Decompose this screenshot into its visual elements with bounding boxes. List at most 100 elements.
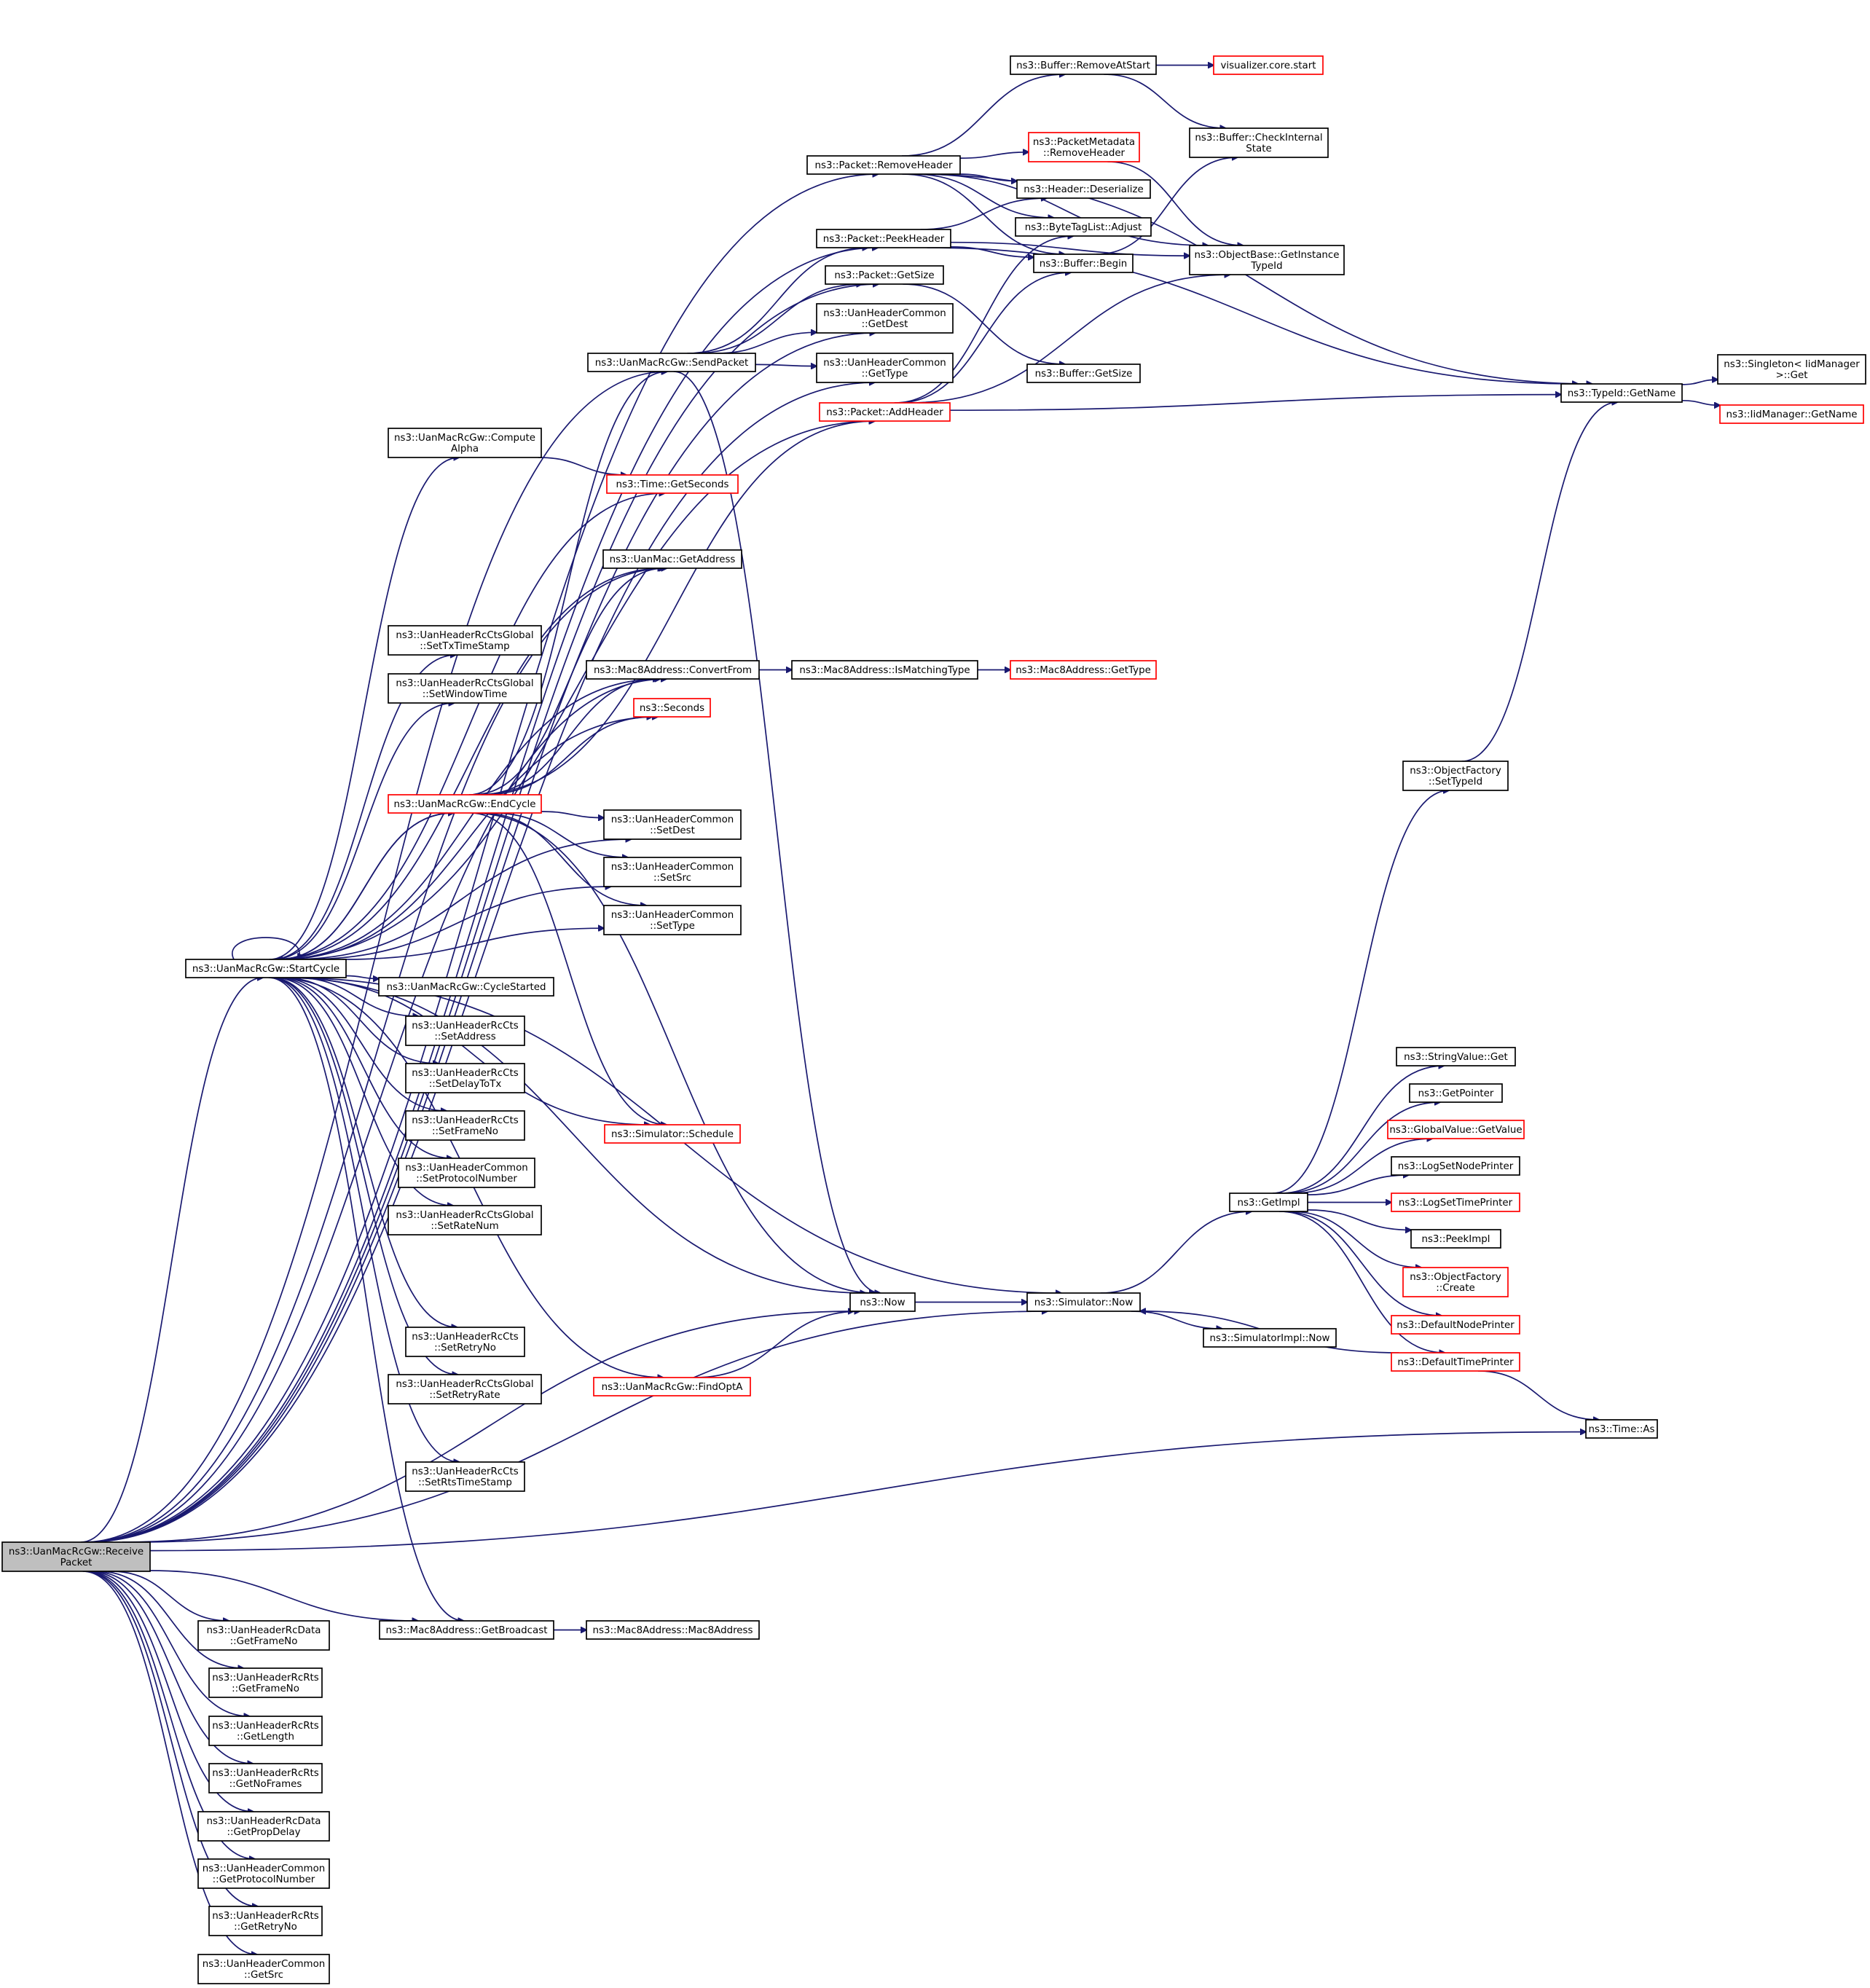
node-packet-get-size[interactable]: ns3::Packet::GetSize	[825, 265, 944, 285]
node-common-get-protocol[interactable]: ns3::UanHeaderCommon::GetProtocolNumber	[197, 1858, 330, 1889]
node-get-impl[interactable]: ns3::GetImpl	[1229, 1193, 1308, 1212]
node-time-as[interactable]: ns3::Time::As	[1585, 1419, 1658, 1439]
node-cts-set-delay[interactable]: ns3::UanHeaderRcCts::SetDelayToTx	[405, 1063, 525, 1093]
node-label: ::GetLength	[237, 1732, 294, 1743]
node-objfactory-create[interactable]: ns3::ObjectFactory::Create	[1402, 1267, 1509, 1297]
node-label: ns3::ObjectFactory	[1410, 1272, 1501, 1283]
node-simulator-now[interactable]: ns3::Simulator::Now	[1026, 1292, 1141, 1312]
node-ctsg-set-ratenum[interactable]: ns3::UanHeaderRcCtsGlobal::SetRateNum	[388, 1205, 542, 1235]
node-stringvalue-get[interactable]: ns3::StringValue::Get	[1396, 1047, 1516, 1066]
node-rts-get-length[interactable]: ns3::UanHeaderRcRts::GetLength	[208, 1716, 323, 1746]
node-set-window-time[interactable]: ns3::UanHeaderRcCtsGlobal::SetWindowTime	[388, 673, 542, 704]
node-buffer-get-size[interactable]: ns3::Buffer::GetSize	[1026, 364, 1141, 383]
node-label: ns3::Simulator::Schedule	[611, 1129, 734, 1140]
node-common-set-protocol[interactable]: ns3::UanHeaderCommon::SetProtocolNumber	[398, 1158, 535, 1188]
node-box	[197, 1811, 330, 1842]
call-edge-get_impl-to-get_pointer	[1284, 1102, 1440, 1194]
node-common-set-dest[interactable]: ns3::UanHeaderCommon::SetDest	[603, 809, 742, 840]
node-cycle-started[interactable]: ns3::UanMacRcGw::CycleStarted	[378, 977, 554, 997]
node-singleton-get[interactable]: ns3::Singleton< IidManager >::Get	[1717, 354, 1866, 385]
node-cts-set-rts-ts[interactable]: ns3::UanHeaderRcCts::SetRtsTimeStamp	[405, 1461, 525, 1492]
node-rts-get-noframes[interactable]: ns3::UanHeaderRcRts::GetNoFrames	[208, 1763, 323, 1793]
node-common-get-src[interactable]: ns3::UanHeaderCommon::GetSrc	[197, 1954, 330, 1984]
node-box	[1402, 761, 1509, 791]
node-label: ns3::GetPointer	[1418, 1088, 1494, 1099]
call-edge-packet_peek_header-to-header_deserialize	[920, 198, 1048, 230]
call-edge-packet_remove_header-to-typeid_get_name	[913, 173, 1592, 384]
node-label: ns3::UanHeaderRcData	[207, 1816, 321, 1827]
node-set-tx-timestamp[interactable]: ns3::UanHeaderRcCtsGlobal::SetTxTimeStam…	[388, 625, 542, 656]
node-packet-peek-header[interactable]: ns3::Packet::PeekHeader	[816, 229, 951, 248]
node-buffer-begin[interactable]: ns3::Buffer::Begin	[1033, 254, 1134, 273]
node-box	[816, 229, 951, 248]
node-box	[1015, 217, 1152, 237]
node-mac8-ctor[interactable]: ns3::Mac8Address::Mac8Address	[586, 1620, 760, 1640]
node-log-set-node-printer[interactable]: ns3::LogSetNodePrinter	[1391, 1156, 1520, 1176]
node-bytetaglist-adjust[interactable]: ns3::ByteTagList::Adjust	[1015, 217, 1152, 237]
node-log-set-time-printer[interactable]: ns3::LogSetTimePrinter	[1391, 1193, 1520, 1212]
node-simimpl-now[interactable]: ns3::SimulatorImpl::Now	[1203, 1328, 1337, 1348]
call-edge-packet_get_size-to-buffer_get_size	[903, 283, 1065, 364]
node-label: ns3::Mac8Address::Mac8Address	[593, 1625, 753, 1636]
node-box	[378, 977, 554, 997]
node-uanmac-get-address[interactable]: ns3::UanMac::GetAddress	[602, 549, 742, 569]
node-rts-get-retryno[interactable]: ns3::UanHeaderRcRts::GetRetryNo	[208, 1906, 323, 1936]
node-mac8-convert-from[interactable]: ns3::Mac8Address::ConvertFrom	[586, 660, 760, 680]
node-metadata-remove-header[interactable]: ns3::PacketMetadata::RemoveHeader	[1028, 132, 1140, 162]
call-edge-packet_remove_header-to-objectbase_get_tid	[920, 173, 1208, 245]
node-objfactory-set-typeid[interactable]: ns3::ObjectFactory::SetTypeId	[1402, 761, 1509, 791]
node-ctsg-set-retryrate[interactable]: ns3::UanHeaderRcCtsGlobal::SetRetryRate	[388, 1374, 542, 1404]
node-mac8-is-matching[interactable]: ns3::Mac8Address::IsMatchingType	[791, 660, 978, 680]
node-mac8-get-broadcast[interactable]: ns3::Mac8Address::GetBroadcast	[379, 1620, 554, 1640]
node-cts-set-address[interactable]: ns3::UanHeaderRcCts::SetAddress	[405, 1015, 525, 1046]
node-label: ::SetRetryNo	[434, 1343, 496, 1354]
node-cts-set-frameno[interactable]: ns3::UanHeaderRcCts::SetFrameNo	[405, 1110, 525, 1141]
node-cts-set-retryno[interactable]: ns3::UanHeaderRcCts::SetRetryNo	[405, 1327, 525, 1357]
node-common-get-dest[interactable]: ns3::UanHeaderCommon::GetDest	[816, 303, 954, 334]
node-rcdata-get-propdelay[interactable]: ns3::UanHeaderRcData::GetPropDelay	[197, 1811, 330, 1842]
node-peek-impl[interactable]: ns3::PeekImpl	[1410, 1229, 1501, 1249]
node-visualizer-start[interactable]: visualizer.core.start	[1213, 55, 1324, 75]
node-default-node-printer[interactable]: ns3::DefaultNodePrinter	[1391, 1315, 1520, 1335]
node-find-opt-a[interactable]: ns3::UanMacRcGw::FindOptA	[593, 1377, 751, 1396]
node-time-get-seconds[interactable]: ns3::Time::GetSeconds	[606, 474, 739, 494]
node-label: ::GetFrameNo	[230, 1636, 298, 1647]
node-common-set-src[interactable]: ns3::UanHeaderCommon::SetSrc	[603, 857, 742, 887]
call-edge-packet_remove_header-to-bytetaglist_adjust	[913, 173, 1053, 218]
node-buffer-remove-at-start[interactable]: ns3::Buffer::RemoveAtStart	[1010, 55, 1157, 75]
node-get-pointer[interactable]: ns3::GetPointer	[1409, 1083, 1503, 1103]
node-now[interactable]: ns3::Now	[849, 1292, 916, 1312]
call-edge-end_cycle-to-simulator_schedule	[470, 812, 667, 1125]
node-box	[197, 1858, 330, 1889]
call-edge-start_cycle-to-mac8_get_broadcast	[268, 977, 464, 1621]
call-edge-get_impl-to-peek_impl	[1307, 1209, 1411, 1230]
node-rcdata-get-frameno[interactable]: ns3::UanHeaderRcData::GetFrameNo	[197, 1620, 330, 1651]
node-packet-remove-header[interactable]: ns3::Packet::RemoveHeader	[806, 155, 961, 175]
node-iidmanager-get-name[interactable]: ns3::IidManager::GetName	[1719, 404, 1864, 424]
node-mac8-get-type[interactable]: ns3::Mac8Address::GetType	[1010, 660, 1157, 680]
node-simulator-schedule[interactable]: ns3::Simulator::Schedule	[604, 1124, 741, 1144]
call-edge-receive_packet-to-send_packet	[83, 372, 667, 1543]
node-rts-get-frameno[interactable]: ns3::UanHeaderRcRts::GetFrameNo	[208, 1667, 323, 1698]
node-box	[1026, 1292, 1141, 1312]
node-typeid-get-name[interactable]: ns3::TypeId::GetName	[1560, 383, 1683, 403]
node-common-get-type[interactable]: ns3::UanHeaderCommon::GetType	[816, 353, 954, 383]
node-box	[197, 1954, 330, 1984]
node-start-cycle[interactable]: ns3::UanMacRcGw::StartCycle	[185, 959, 347, 978]
node-globalvalue-get[interactable]: ns3::GlobalValue::GetValue	[1387, 1120, 1525, 1139]
node-label: ns3::UanHeaderRcRts	[212, 1911, 318, 1922]
node-send-packet[interactable]: ns3::UanMacRcGw::SendPacket	[587, 353, 756, 372]
node-seconds[interactable]: ns3::Seconds	[633, 698, 711, 718]
node-label: ns3::Singleton< IidManager	[1724, 359, 1860, 370]
node-end-cycle[interactable]: ns3::UanMacRcGw::EndCycle	[388, 794, 542, 814]
node-default-time-printer[interactable]: ns3::DefaultTimePrinter	[1391, 1352, 1520, 1372]
node-header-deserialize[interactable]: ns3::Header::Deserialize	[1016, 179, 1151, 199]
node-box	[593, 1377, 751, 1396]
node-packet-add-header[interactable]: ns3::Packet::AddHeader	[819, 402, 951, 422]
node-common-set-type[interactable]: ns3::UanHeaderCommon::SetType	[603, 905, 742, 935]
